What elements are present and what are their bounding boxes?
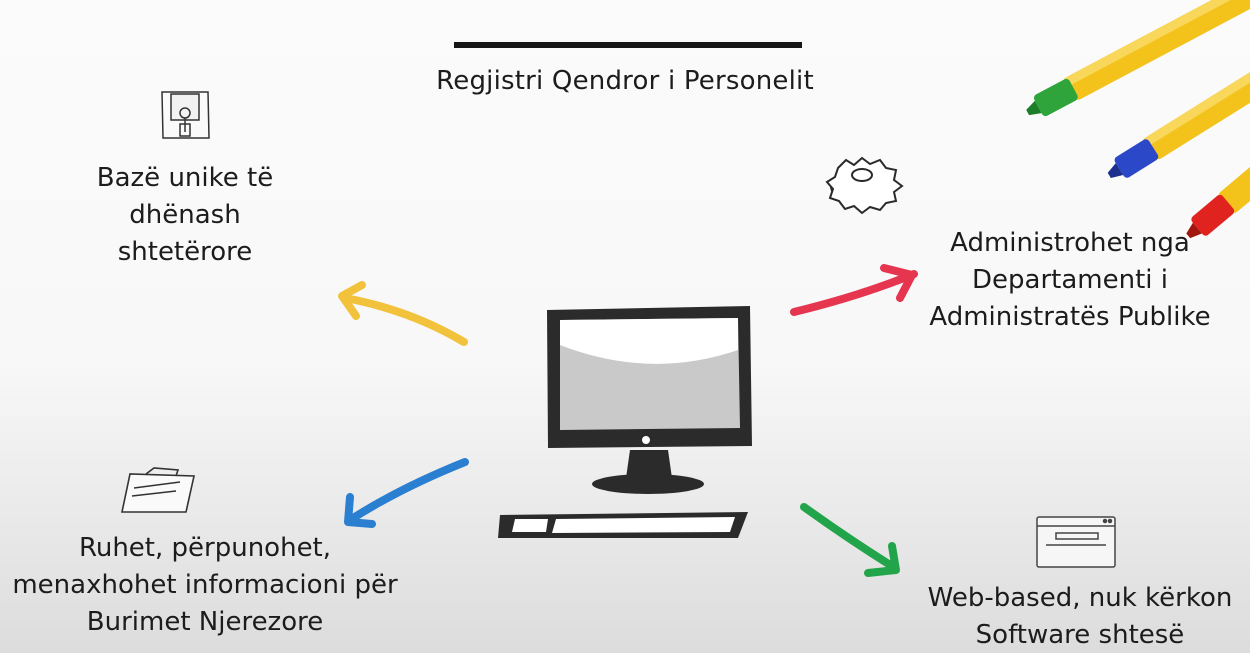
arrow-bottom-right	[800, 503, 900, 577]
label-unique-database: Bazë unike të dhënash shtetërore	[60, 160, 310, 271]
markers-icon	[1026, 0, 1250, 239]
label-administered-by: Administrohet nga Departamenti i Adminis…	[905, 225, 1235, 336]
desktop-computer-icon	[498, 306, 752, 538]
label-line: Web-based, nuk kërkon	[927, 583, 1233, 613]
floppy-disk-icon	[161, 91, 210, 139]
label-line: Bazë unike të	[96, 163, 274, 193]
arrow-top-right	[790, 264, 918, 316]
label-hr-information: Ruhet, përpunohet, menaxhohet informacio…	[0, 530, 410, 641]
label-line: menaxhohet informacioni për	[12, 570, 398, 600]
title-underline-bar	[454, 42, 802, 48]
browser-window-icon	[1036, 516, 1116, 568]
page-title: Regjistri Qendror i Personelit	[436, 66, 814, 96]
arrow-bottom-left	[344, 458, 469, 528]
label-line: shtetërore	[117, 237, 253, 267]
folder-icon	[121, 467, 195, 513]
label-line: Burimet Njerezore	[86, 607, 324, 637]
label-line: Departamenti i	[972, 265, 1168, 295]
label-line: Administratës Publike	[929, 302, 1211, 332]
gear-icon	[825, 156, 904, 215]
label-line: dhënash	[129, 200, 241, 230]
label-line: Software shtesë	[975, 620, 1185, 650]
arrow-top-left	[338, 281, 468, 346]
label-web-based: Web-based, nuk kërkon Software shtesë	[910, 580, 1250, 654]
label-line: Ruhet, përpunohet,	[78, 533, 332, 563]
label-line: Administrohet nga	[950, 228, 1190, 258]
